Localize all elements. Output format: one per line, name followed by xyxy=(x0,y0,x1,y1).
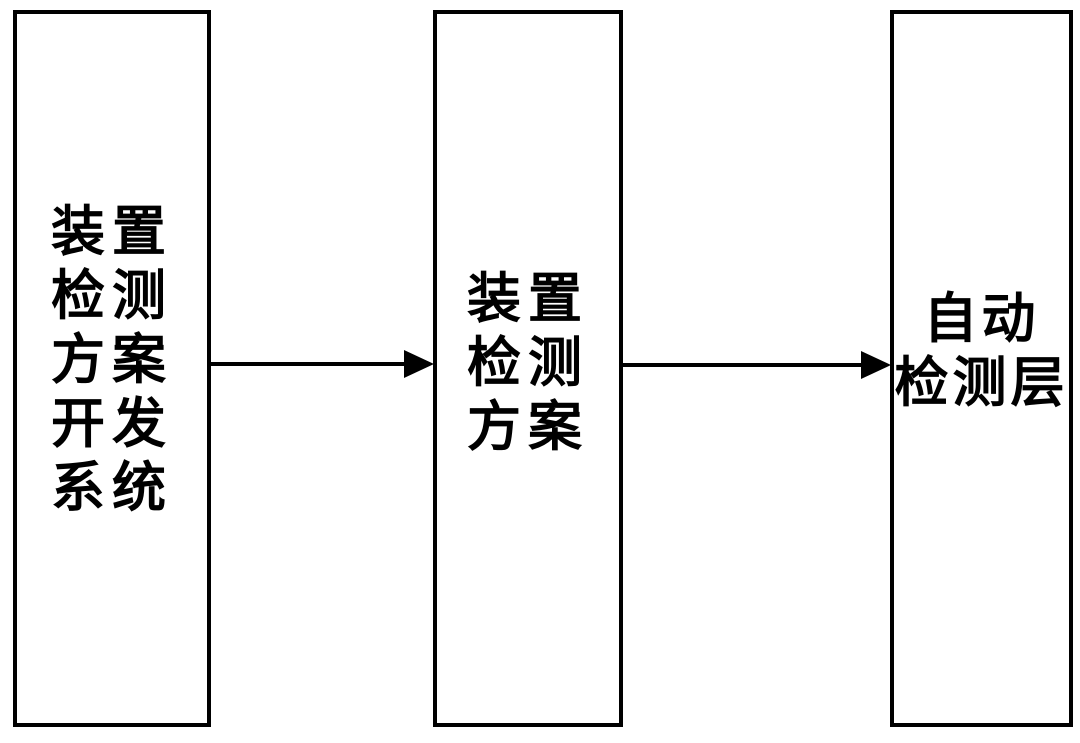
box-label-line: 检测层 xyxy=(894,352,1069,413)
box-device-test-scheme-development-system: 装置 检测 方案 开发 系统 xyxy=(13,10,211,727)
box-label-line: 装置 xyxy=(467,268,589,329)
box-label-line: 自动 xyxy=(923,288,1040,349)
box-label: 装置 检测 方案 开发 系统 xyxy=(51,200,173,520)
box-label-line: 系统 xyxy=(51,457,173,518)
arrow-right-icon xyxy=(621,351,891,379)
box-label: 装置 检测 方案 xyxy=(467,267,589,459)
box-label-line: 检测 xyxy=(51,265,173,326)
box-automatic-test-layer: 自动 检测层 xyxy=(890,10,1073,727)
box-label-line: 开发 xyxy=(51,393,173,454)
arrowhead-icon xyxy=(404,350,434,378)
box-device-test-scheme: 装置 检测 方案 xyxy=(433,10,623,727)
arrow-right-icon xyxy=(211,350,434,378)
arrow-shaft xyxy=(211,362,410,366)
box-label-line: 检测 xyxy=(467,332,589,393)
arrowhead-icon xyxy=(861,351,891,379)
arrow-shaft xyxy=(621,363,867,367)
box-label-line: 装置 xyxy=(51,201,173,262)
box-label-line: 方案 xyxy=(467,396,589,457)
box-label: 自动 检测层 xyxy=(895,287,1069,415)
box-label-line: 方案 xyxy=(51,329,173,390)
